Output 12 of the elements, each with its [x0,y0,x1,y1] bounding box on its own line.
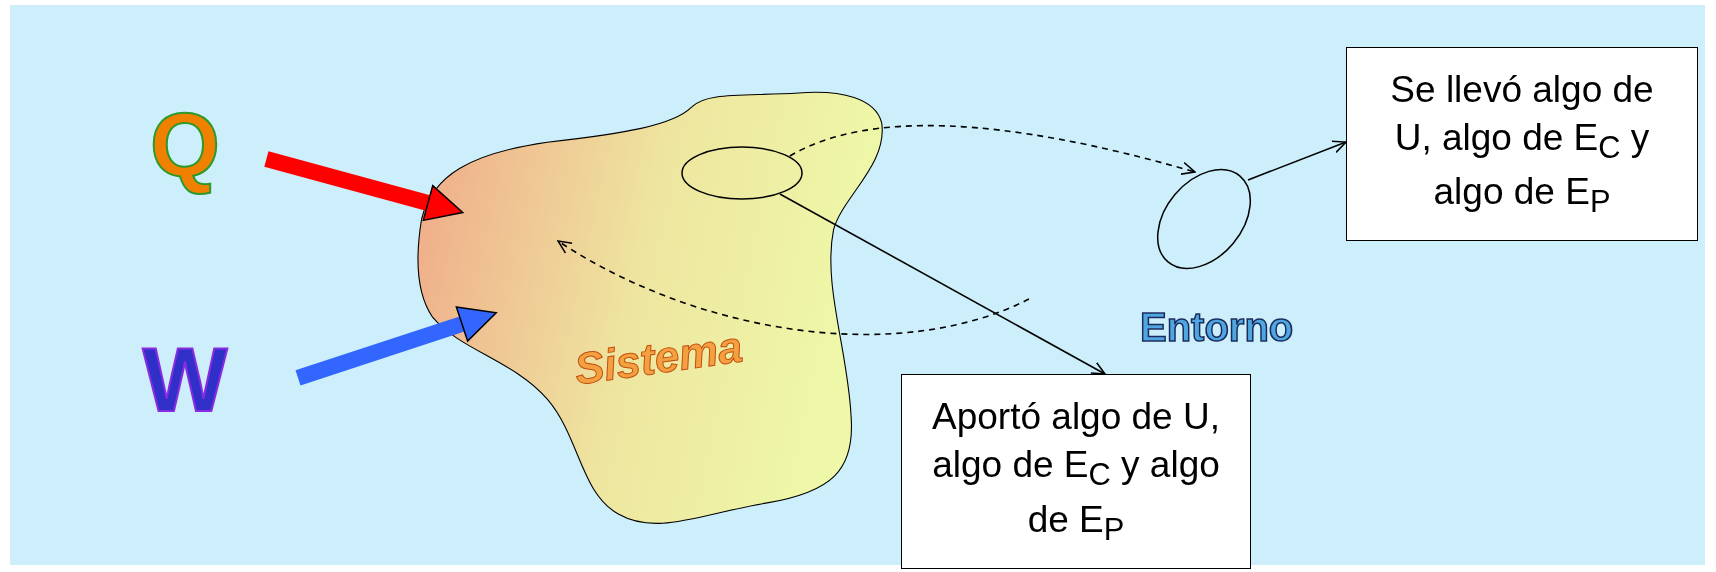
region-label: Entorno [1140,305,1294,350]
system-label: Sistema [571,321,746,395]
block-arrow [264,151,464,222]
arrow [779,193,1106,375]
text-box: Se llevó algo de U, algo de E$_{C}$ y algo de E$_{P}$ [1346,47,1698,241]
block-arrow [295,306,497,386]
arrow [1247,140,1347,181]
text-box: Aportó algo de U, algo de E$_{C}$ y algo de E$_{P}$ [901,374,1251,569]
dashed-arrow [789,124,1196,176]
dashed-arrow [557,240,1030,335]
letter-symbol: W [130,335,240,445]
letter-symbol: Q [130,100,240,210]
